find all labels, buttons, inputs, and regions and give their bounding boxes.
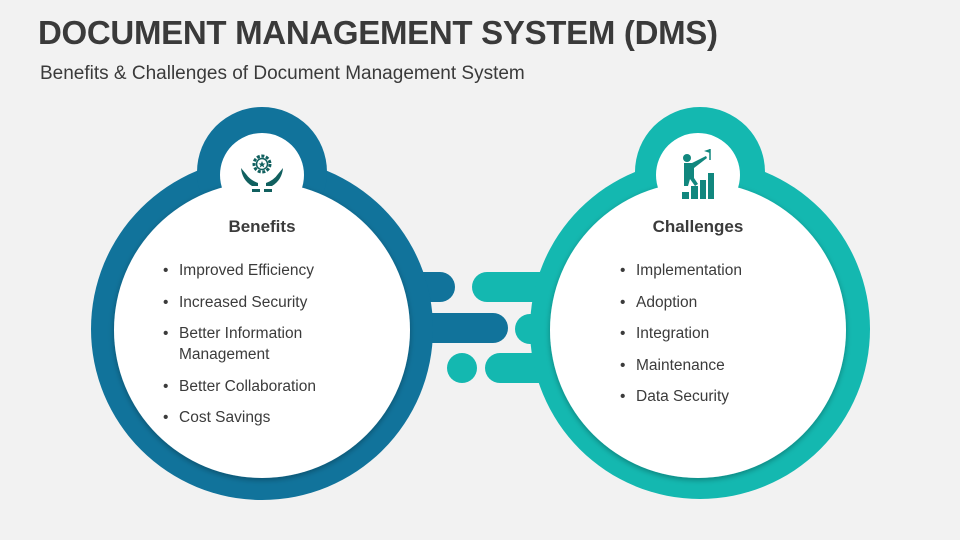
hands-gear-icon — [241, 154, 283, 192]
list-item: Cost Savings — [163, 407, 343, 428]
page-title: DOCUMENT MANAGEMENT SYSTEM (DMS) — [38, 14, 718, 51]
list-item: Better Information Management — [163, 323, 343, 365]
list-item: Increased Security — [163, 292, 343, 313]
list-item: Maintenance — [620, 355, 742, 376]
challenges-heading: Challenges — [652, 217, 744, 236]
list-item: Better Collaboration — [163, 376, 343, 397]
connector-dot — [447, 353, 477, 383]
list-item: Implementation — [620, 260, 742, 281]
benefits-list: Improved Efficiency Increased Security B… — [163, 260, 343, 439]
benefits-heading: Benefits — [228, 217, 296, 236]
list-item: Integration — [620, 323, 742, 344]
list-item: Data Security — [620, 386, 742, 407]
page-subtitle: Benefits & Challenges of Document Manage… — [40, 63, 525, 84]
challenges-list: Implementation Adoption Integration Main… — [620, 260, 742, 418]
list-item: Adoption — [620, 292, 742, 313]
person-climbing-chart-icon — [682, 149, 714, 199]
list-item: Improved Efficiency — [163, 260, 343, 281]
